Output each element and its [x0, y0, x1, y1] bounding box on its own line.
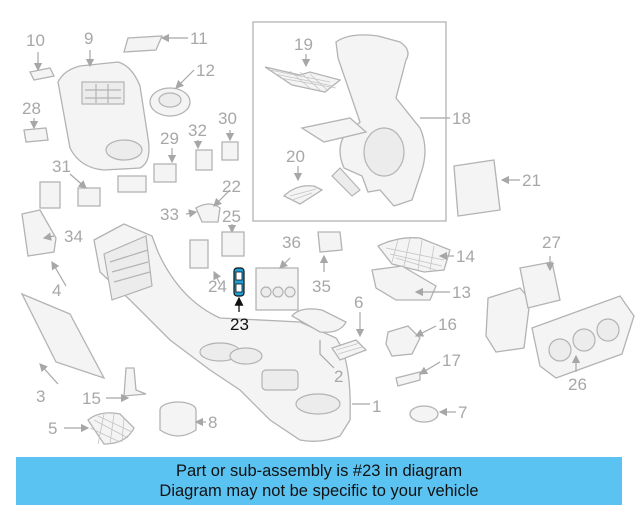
callout-23: 23: [230, 315, 249, 334]
callout-36: 36: [282, 233, 301, 252]
callout-14: 14: [456, 247, 475, 266]
highlighted-part-23: [233, 267, 245, 297]
callout-33: 33: [160, 205, 179, 224]
callout-8: 8: [208, 413, 217, 432]
callout-29: 29: [160, 129, 179, 148]
callout-25: 25: [222, 207, 241, 226]
callout-26: 26: [568, 375, 587, 394]
callout-5: 5: [48, 419, 57, 438]
callout-30: 30: [218, 109, 237, 128]
callout-15: 15: [82, 389, 101, 408]
callout-10: 10: [26, 31, 45, 50]
callout-22: 22: [222, 177, 241, 196]
callout-21: 21: [522, 171, 541, 190]
callout-3: 3: [36, 387, 45, 406]
center-console: [93, 223, 351, 442]
callout-18: 18: [452, 109, 471, 128]
callout-13: 13: [452, 283, 471, 302]
callout-17: 17: [442, 351, 461, 370]
callout-11: 11: [190, 29, 208, 48]
callout-32: 32: [188, 121, 207, 140]
armrest-assembly: [252, 21, 447, 222]
callout-24: 24: [208, 277, 227, 296]
callout-4: 4: [52, 281, 61, 300]
callout-28: 28: [22, 99, 41, 118]
part-info-banner: Part or sub-assembly is #23 in diagram D…: [16, 457, 622, 505]
exploded-parts-diagram: 1 2 3 4 5 6 7 8 9 10 11 12 13 14 15 16 1…: [20, 21, 635, 445]
callout-20: 20: [286, 147, 305, 166]
callout-7: 7: [458, 403, 467, 422]
callout-1: 1: [372, 397, 381, 416]
callout-labels: 1 2 3 4 5 6 7 8 9 10 11 12 13 14 15 16 1…: [22, 29, 587, 438]
callout-6: 6: [354, 293, 363, 312]
callout-2: 2: [334, 367, 343, 386]
upper-bezel-group: [23, 35, 191, 171]
callout-9: 9: [84, 29, 93, 48]
callout-12: 12: [196, 61, 215, 80]
caption-line-1: Part or sub-assembly is #23 in diagram: [175, 462, 463, 480]
hvac-control-group: [485, 261, 635, 379]
center-parts-group: [255, 231, 439, 423]
callout-34: 34: [64, 227, 83, 246]
callout-27: 27: [542, 233, 561, 252]
callout-35: 35: [312, 277, 331, 296]
lower-parts-group: [20, 292, 197, 445]
callout-31: 31: [52, 157, 71, 176]
callout-16: 16: [438, 315, 457, 334]
caption-line-2: Diagram may not be specific to your vehi…: [159, 482, 479, 500]
leader-lines: [29, 33, 581, 433]
callout-19: 19: [294, 35, 313, 54]
switch-group: [21, 141, 245, 269]
